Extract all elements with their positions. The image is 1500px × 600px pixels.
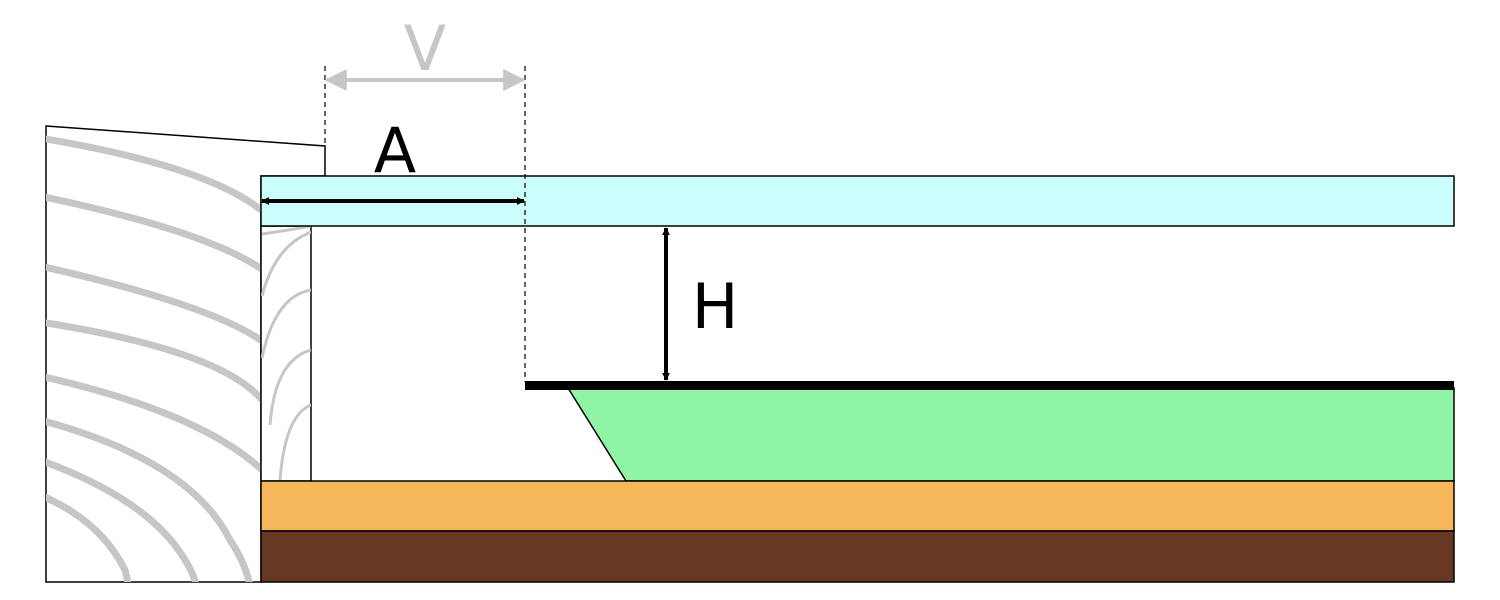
- brown-base-layer: [260, 530, 1455, 583]
- green-layer: [566, 387, 1455, 482]
- batten-grain: [261, 226, 311, 481]
- batten: [260, 225, 312, 482]
- orange-layer: [260, 480, 1455, 532]
- h-dimension-label: H: [692, 270, 739, 343]
- v-dimension-label: V: [404, 12, 446, 85]
- a-dimension-label: A: [374, 114, 416, 187]
- black-top-sheet: [525, 381, 1454, 390]
